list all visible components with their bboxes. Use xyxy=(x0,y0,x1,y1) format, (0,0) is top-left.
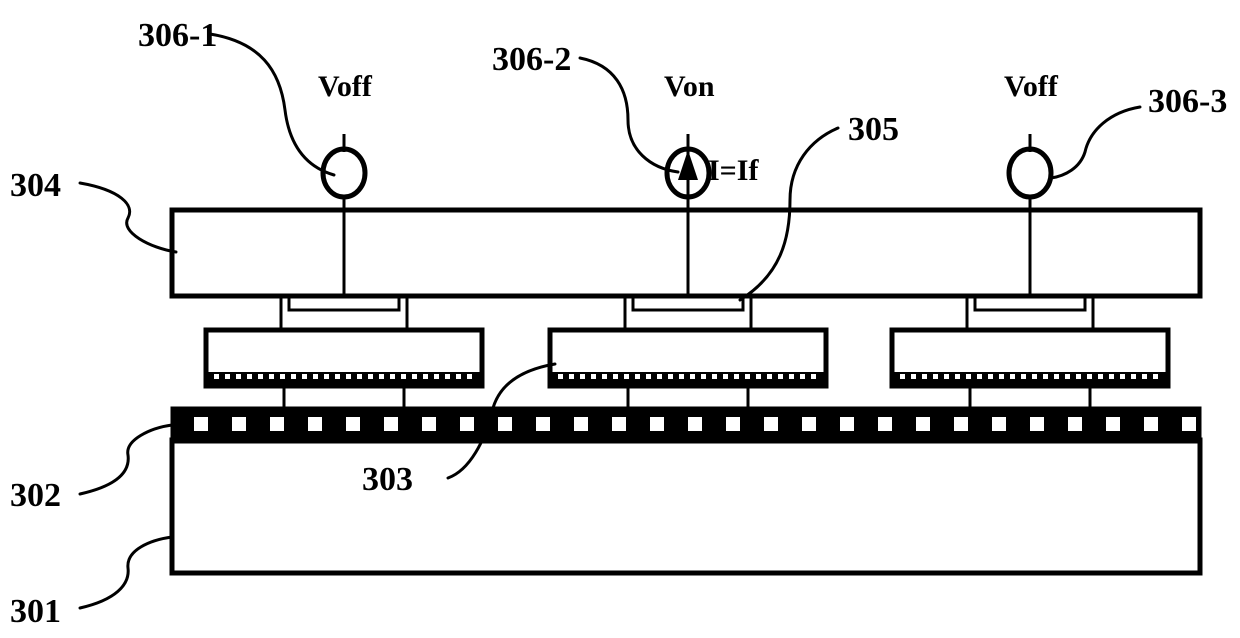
layer-302 xyxy=(172,408,1200,442)
chip-unit-1 xyxy=(206,296,482,408)
leader-302 xyxy=(80,425,172,494)
voltage-label-1: Voff xyxy=(318,70,373,103)
label-304: 304 xyxy=(10,167,61,204)
via-hole xyxy=(1144,417,1158,431)
via-hole xyxy=(802,417,816,431)
via-hole xyxy=(1182,417,1196,431)
label-306-1: 306-1 xyxy=(138,17,217,54)
via-hole xyxy=(460,417,474,431)
via-hole xyxy=(688,417,702,431)
via-hole xyxy=(916,417,930,431)
voltage-label-2: Von xyxy=(664,70,715,103)
via-hole xyxy=(346,417,360,431)
via-hole xyxy=(1106,417,1120,431)
via-hole xyxy=(536,417,550,431)
current-arrow-icon xyxy=(678,150,698,180)
via-hole xyxy=(574,417,588,431)
label-306-2: 306-2 xyxy=(492,41,571,78)
label-305: 305 xyxy=(848,111,899,148)
via-hole xyxy=(232,417,246,431)
current-label: I=If xyxy=(708,154,759,187)
voltage-label-3: Voff xyxy=(1004,70,1059,103)
leader-306-3 xyxy=(1051,107,1140,178)
via-hole xyxy=(308,417,322,431)
via-hole xyxy=(726,417,740,431)
via-hole xyxy=(384,417,398,431)
leader-301 xyxy=(80,537,172,608)
via-hole xyxy=(650,417,664,431)
via-hole xyxy=(612,417,626,431)
via-hole xyxy=(878,417,892,431)
via-hole xyxy=(992,417,1006,431)
label-306-3: 306-3 xyxy=(1148,83,1227,120)
via-hole xyxy=(422,417,436,431)
via-hole xyxy=(764,417,778,431)
label-303: 303 xyxy=(362,461,413,498)
label-301: 301 xyxy=(10,593,61,630)
chip-unit-3 xyxy=(892,296,1168,408)
leader-304 xyxy=(80,183,176,252)
via-hole xyxy=(1068,417,1082,431)
substrate-301 xyxy=(172,440,1200,573)
source-306-1 xyxy=(323,134,365,296)
label-302: 302 xyxy=(10,477,61,514)
source-306-3 xyxy=(1009,134,1051,296)
via-hole xyxy=(194,417,208,431)
via-hole xyxy=(954,417,968,431)
chip-unit-2 xyxy=(550,296,826,408)
via-hole xyxy=(270,417,284,431)
source-306-2 xyxy=(667,134,709,296)
plate-304 xyxy=(172,210,1200,296)
via-hole xyxy=(1030,417,1044,431)
via-hole xyxy=(840,417,854,431)
via-hole xyxy=(498,417,512,431)
leader-306-1 xyxy=(210,34,334,175)
